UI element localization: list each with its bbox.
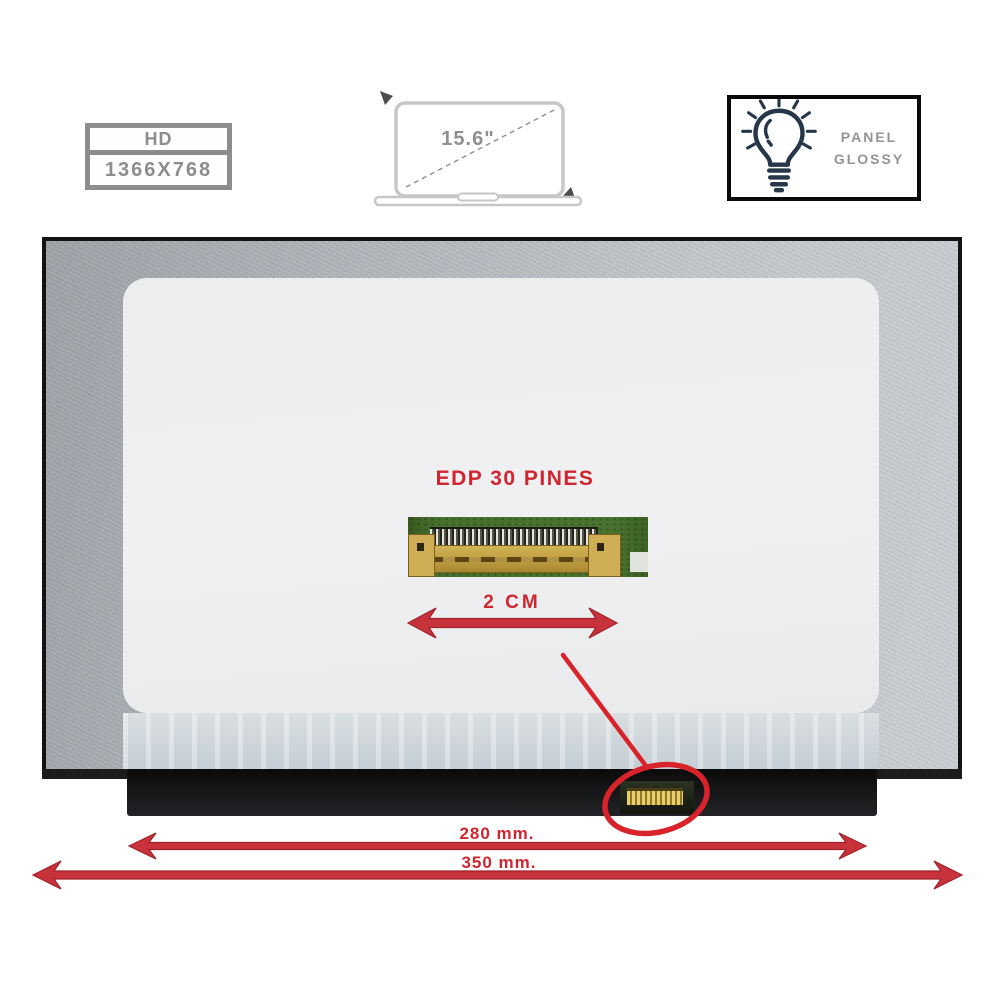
edp-connector-socket	[620, 781, 694, 814]
connector-right-notch	[630, 552, 648, 572]
panel-finish-badge: PANEL GLOSSY	[727, 95, 921, 201]
bulb-screw-base	[766, 168, 792, 193]
lcd-panel	[42, 237, 962, 770]
connector-right-hole	[597, 543, 604, 551]
label-280mm: 280 mm.	[459, 824, 535, 843]
panel-finish-line2: GLOSSY	[833, 151, 905, 167]
connector-left-tab	[408, 534, 435, 577]
bulb-highlight-tick	[766, 139, 773, 147]
label-350mm: 350 mm.	[461, 853, 537, 872]
resolution-label: 1366X768	[104, 158, 213, 181]
edp-connector-gold-pins	[627, 788, 683, 805]
bulb-rays	[741, 99, 817, 150]
laptop-outline-icon: 15.6"	[373, 91, 583, 207]
connector-gold-body	[420, 545, 602, 573]
edp-connector-photo	[408, 517, 648, 577]
connector-title: EDP 30 PINES	[435, 467, 595, 490]
connector-left-hole	[417, 543, 424, 551]
connector-right-tab	[588, 534, 621, 577]
laptop-base-notch	[457, 192, 499, 202]
diagonal-size-label: 15.6"	[441, 128, 494, 150]
panel-finish-text: PANEL GLOSSY	[827, 126, 917, 171]
format-label: HD	[90, 128, 227, 155]
resolution-badge: HD 1366X768	[85, 123, 232, 190]
bottom-pcb-bar	[127, 769, 877, 816]
panel-finish-line1: PANEL	[840, 128, 898, 145]
connector-slot	[429, 557, 593, 562]
diagonal-dashed-line	[405, 108, 557, 188]
panel-bottom-diffuser	[123, 713, 879, 770]
bulb-filament-highlight	[763, 118, 772, 139]
panel-screen-film	[123, 278, 879, 713]
light-bulb-icon	[731, 99, 827, 197]
connector-pin-row	[430, 527, 598, 546]
bulb-glass	[753, 108, 805, 167]
connector-width-label: 2 CM	[483, 592, 541, 613]
diagonal-arrow-top-left-icon	[380, 91, 393, 105]
